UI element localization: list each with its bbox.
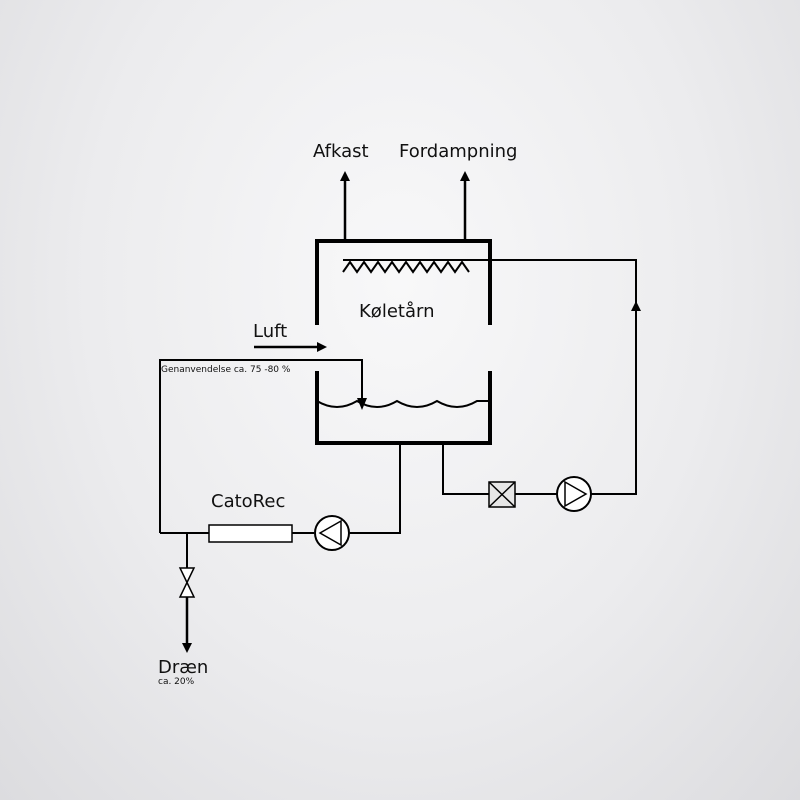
pump-right-icon [556,476,592,512]
tower-top-wall [315,239,492,325]
recycle-line [159,359,363,533]
drain-percent-label: ca. 20% [158,677,195,687]
circulation-line-bottom [442,443,489,495]
drain-label: Dræn [158,657,209,678]
water-surface [316,399,490,408]
fordampning-label: Fordampning [399,141,518,162]
valve-box-icon [488,481,516,508]
pump-left-icon [314,515,350,551]
afkast-label: Afkast [313,141,369,162]
catorec-label: CatoRec [211,491,286,512]
tower-basin-wall [315,371,492,445]
circulation-line-top [343,259,637,308]
circulation-line-right [591,320,637,495]
spray-nozzles [342,260,470,274]
cooling-tower [315,239,492,445]
catorec-unit [208,524,293,543]
luft-label: Luft [253,321,288,342]
recycle-label: Genanvendelse ca. 75 -80 % [161,365,291,375]
recycle-arrowhead [357,398,367,410]
catorec-line-right [350,443,401,534]
drain-valve-icon [178,567,196,598]
cooling-tower-label: Køletårn [359,301,435,322]
